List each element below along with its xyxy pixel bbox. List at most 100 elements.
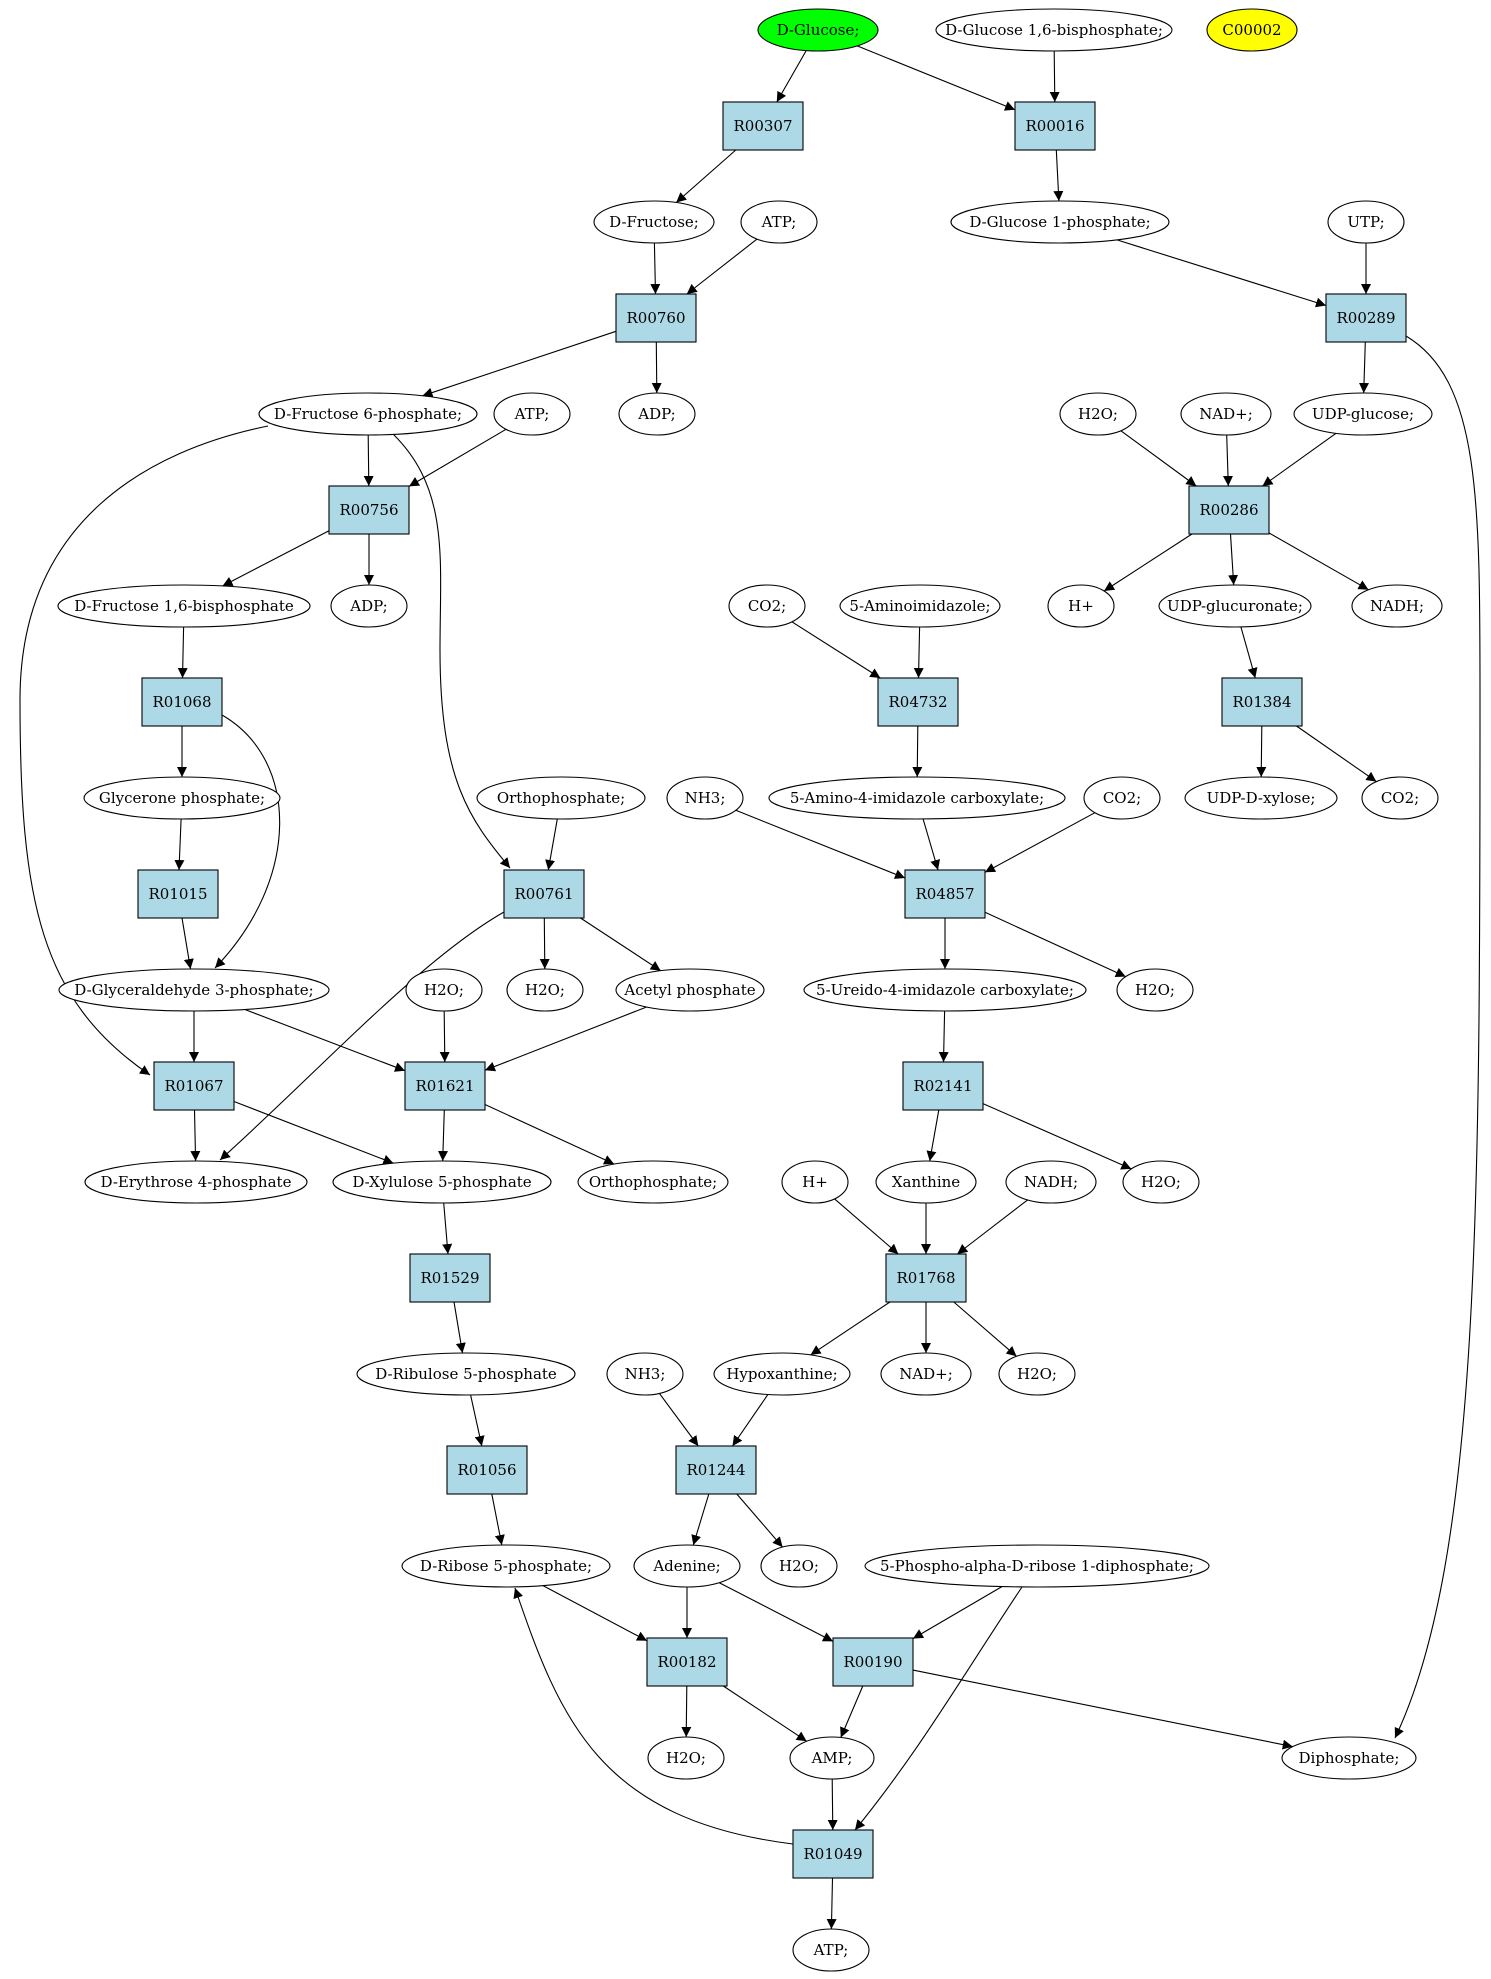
compound-node-c_h2o_f[interactable]: H2O;	[998, 1352, 1076, 1396]
reaction-node-r_R00761[interactable]: R00761	[503, 869, 585, 919]
compound-node-c_h_b[interactable]: H+	[781, 1160, 849, 1204]
compound-node-c_nad_b[interactable]: NAD+;	[880, 1352, 972, 1396]
compound-node-c_glc16bp[interactable]: D-Glucose 1,6-bisphosphate;	[935, 8, 1173, 52]
edge-c_nh3_a-to-r_R04857	[735, 809, 906, 879]
compound-node-c_f6p[interactable]: D-Fructose 6-phosphate;	[258, 392, 478, 436]
reaction-node-r_R01768[interactable]: R01768	[885, 1253, 967, 1303]
compound-node-c_utp[interactable]: UTP;	[1327, 200, 1405, 244]
reaction-node-r_R01384[interactable]: R01384	[1221, 677, 1303, 727]
nodes-layer: D-Glucose; D-Glucose 1,6-bisphosphate; C00…	[57, 8, 1443, 1972]
reaction-node-r_R00760[interactable]: R00760	[615, 293, 697, 343]
compound-node-c_h2o_h[interactable]: H2O;	[647, 1736, 725, 1780]
reaction-label: R01621	[415, 1077, 474, 1095]
compound-label: H2O;	[424, 981, 464, 999]
compound-label: CO2;	[1103, 789, 1141, 807]
compound-node-c_nh3_a[interactable]: NH3;	[666, 776, 744, 820]
compound-node-c_pi_b[interactable]: Orthophosphate;	[577, 1160, 729, 1204]
compound-node-c_r5p[interactable]: D-Ribose 5-phosphate;	[401, 1544, 611, 1588]
compound-label: D-Erythrose 4-phosphate	[101, 1173, 292, 1191]
compound-node-c_udpgluc[interactable]: UDP-glucuronate;	[1158, 584, 1312, 628]
edge-c_glucose-to-r_R00016	[856, 45, 1016, 111]
compound-label: D-Xylulose 5-phosphate	[352, 1173, 531, 1191]
compound-node-c_xu5p[interactable]: D-Xylulose 5-phosphate	[332, 1160, 552, 1204]
compound-node-c_c00002[interactable]: C00002	[1206, 8, 1298, 52]
compound-node-c_glucose[interactable]: D-Glucose;	[757, 8, 879, 52]
compound-node-c_udpxyl[interactable]: UDP-D-xylose;	[1184, 776, 1338, 820]
compound-ellipse	[401, 1544, 611, 1588]
compound-node-c_ppi[interactable]: Diphosphate;	[1281, 1736, 1417, 1780]
compound-label: D-Fructose;	[609, 213, 699, 231]
compound-node-c_nad_a[interactable]: NAD+;	[1180, 392, 1272, 436]
compound-node-c_h2o_a[interactable]: H2O;	[1059, 392, 1137, 436]
compound-node-c_fbp[interactable]: D-Fructose 1,6-bisphosphate	[57, 584, 311, 628]
compound-node-c_adp2[interactable]: ADP;	[330, 584, 408, 628]
reaction-node-r_R01068[interactable]: R01068	[141, 677, 223, 727]
compound-ellipse	[647, 1736, 725, 1780]
reaction-node-r_R00286[interactable]: R00286	[1188, 485, 1270, 535]
compound-node-c_prpp[interactable]: 5-Phospho-alpha-D-ribose 1-diphosphate;	[864, 1544, 1210, 1588]
reaction-node-r_R01067[interactable]: R01067	[153, 1061, 235, 1111]
compound-node-c_nadh_a[interactable]: NADH;	[1351, 584, 1443, 628]
reaction-node-r_R00190[interactable]: R00190	[832, 1637, 914, 1687]
edge-r_R01621-to-c_pi_b	[484, 1104, 615, 1165]
reaction-box	[792, 1829, 874, 1879]
reaction-label: R01529	[420, 1269, 479, 1287]
compound-label: D-Glyceraldehyde 3-phosphate;	[74, 981, 313, 999]
compound-node-c_h2o_e[interactable]: H2O;	[1122, 1160, 1200, 1204]
edge-c_co2_a-to-r_R04732	[791, 621, 881, 679]
reaction-label: R01244	[686, 1461, 745, 1479]
edge-r_R00760-to-c_f6p	[422, 330, 617, 398]
compound-node-c_aminoimid[interactable]: 5-Aminoimidazole;	[839, 584, 1001, 628]
compound-label: Glycerone phosphate;	[99, 789, 265, 807]
reaction-node-r_R00016[interactable]: R00016	[1014, 101, 1096, 151]
compound-node-c_udpglc[interactable]: UDP-glucose;	[1293, 392, 1433, 436]
compound-node-c_uic[interactable]: 5-Ureido-4-imidazole carboxylate;	[803, 968, 1087, 1012]
compound-node-c_e4p[interactable]: D-Erythrose 4-phosphate	[84, 1160, 308, 1204]
reaction-node-r_R01621[interactable]: R01621	[404, 1061, 486, 1111]
compound-node-c_hypox[interactable]: Hypoxanthine;	[713, 1352, 851, 1396]
compound-node-c_xanthine[interactable]: Xanthine	[875, 1160, 977, 1204]
compound-label: H2O;	[779, 1557, 819, 1575]
compound-node-c_ru5p[interactable]: D-Ribulose 5-phosphate	[356, 1352, 576, 1396]
compound-node-c_fructose[interactable]: D-Fructose;	[593, 200, 715, 244]
compound-node-c_co2_a[interactable]: CO2;	[728, 584, 806, 628]
compound-node-c_nh3_b[interactable]: NH3;	[606, 1352, 684, 1396]
compound-node-c_h2o_g[interactable]: H2O;	[760, 1544, 838, 1588]
reaction-node-r_R01056[interactable]: R01056	[446, 1445, 528, 1495]
reaction-node-r_R01244[interactable]: R01244	[675, 1445, 757, 1495]
compound-node-c_co2_b[interactable]: CO2;	[1083, 776, 1161, 820]
reaction-node-r_R04857[interactable]: R04857	[904, 869, 986, 919]
compound-node-c_g3p[interactable]: D-Glyceraldehyde 3-phosphate;	[58, 968, 330, 1012]
reaction-node-r_R04732[interactable]: R04732	[877, 677, 959, 727]
compound-node-c_co2_c[interactable]: CO2;	[1361, 776, 1439, 820]
compound-node-c_h2o_b[interactable]: H2O;	[405, 968, 483, 1012]
compound-node-c_atp1[interactable]: ATP;	[740, 200, 818, 244]
reaction-node-r_R01529[interactable]: R01529	[409, 1253, 491, 1303]
reaction-node-r_R01015[interactable]: R01015	[137, 869, 219, 919]
compound-node-c_atp2[interactable]: ATP;	[493, 392, 571, 436]
compound-node-c_glc1p[interactable]: D-Glucose 1-phosphate;	[950, 200, 1170, 244]
reaction-node-r_R00756[interactable]: R00756	[328, 485, 410, 535]
compound-node-c_acp[interactable]: Acetyl phosphate	[615, 968, 765, 1012]
compound-ellipse	[950, 200, 1170, 244]
compound-node-c_atp3[interactable]: ATP;	[792, 1928, 870, 1972]
compound-node-c_adp1[interactable]: ADP;	[618, 392, 696, 436]
compound-node-c_amp[interactable]: AMP;	[789, 1736, 875, 1780]
edge-c_nadh_b-to-r_R01768	[956, 1199, 1028, 1255]
compound-node-c_nadh_b[interactable]: NADH;	[1005, 1160, 1097, 1204]
compound-node-c_h2o_d[interactable]: H2O;	[1116, 968, 1194, 1012]
compound-node-c_h_a[interactable]: H+	[1047, 584, 1115, 628]
reaction-node-r_R01049[interactable]: R01049	[792, 1829, 874, 1879]
edge-c_ru5p-to-r_R01056	[470, 1394, 485, 1447]
compound-node-c_aic[interactable]: 5-Amino-4-imidazole carboxylate;	[768, 776, 1066, 820]
reaction-node-r_R02141[interactable]: R02141	[902, 1061, 984, 1111]
reaction-node-r_R00182[interactable]: R00182	[646, 1637, 728, 1687]
edge-c_adenine-to-r_R00190	[719, 1582, 834, 1642]
reaction-node-r_R00307[interactable]: R00307	[722, 101, 804, 151]
compound-node-c_adenine[interactable]: Adenine;	[633, 1544, 741, 1588]
compound-node-c_h2o_c[interactable]: H2O;	[506, 968, 584, 1012]
reaction-node-r_R00289[interactable]: R00289	[1325, 293, 1407, 343]
compound-node-c_dhap[interactable]: Glycerone phosphate;	[83, 776, 281, 820]
reaction-box	[1014, 101, 1096, 151]
compound-node-c_pi_a[interactable]: Orthophosphate;	[476, 776, 646, 820]
